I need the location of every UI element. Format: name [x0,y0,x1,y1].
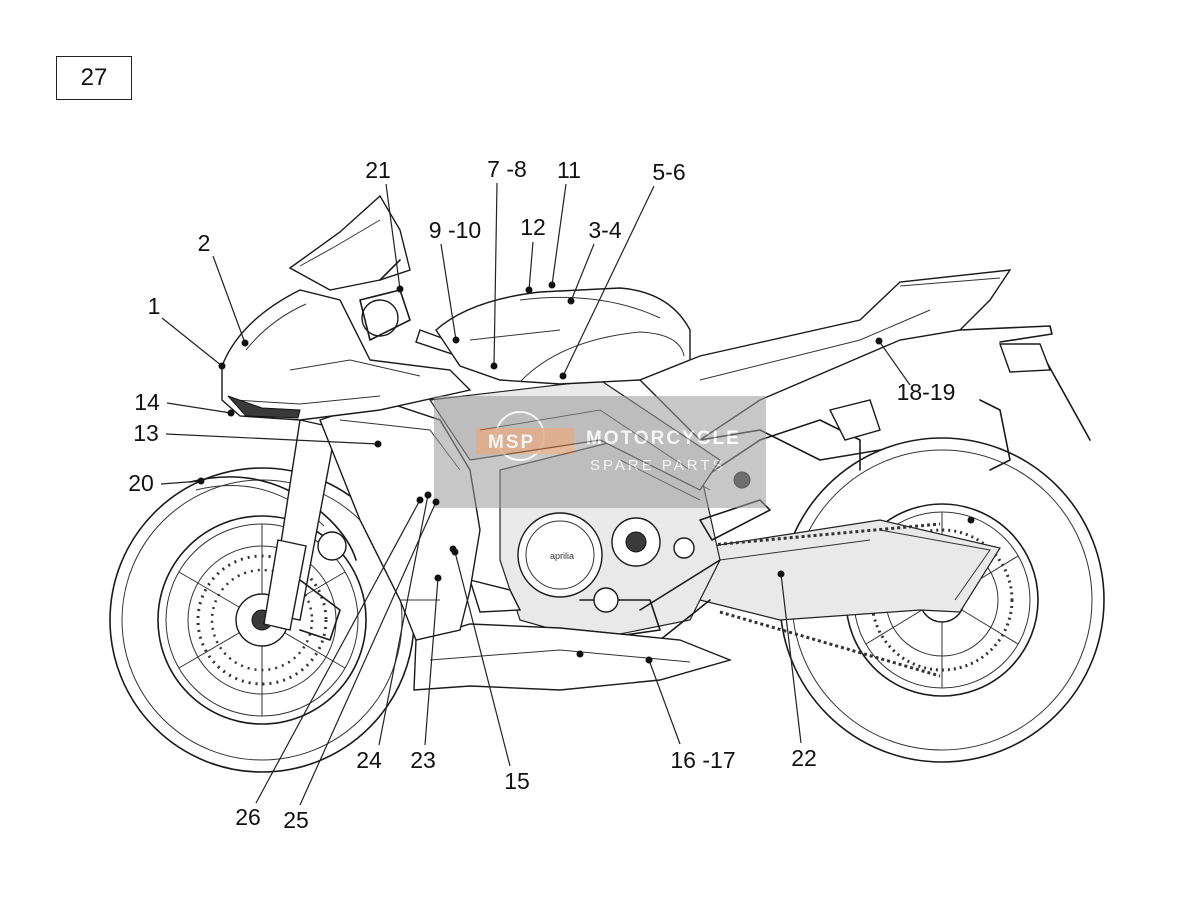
callout-label: 20 [128,470,154,496]
callout-leader-line [165,433,379,445]
callout-dot [548,281,556,289]
callout-leader-line [551,183,567,286]
callout-dot [218,362,226,370]
callout-label: 11 [557,157,581,183]
watermark: MSP MOTORCYCLE SPARE PARTS [434,396,766,508]
callout-leader-line [493,182,498,367]
callout-7-8: 7 -8 [487,156,527,370]
callout-label: 13 [133,420,159,446]
callout-leader-line [161,317,223,367]
callout-label: 25 [283,807,309,833]
callout-dot [434,574,442,582]
callout-label: 5-6 [652,159,685,185]
decal-location-dot [576,650,584,658]
watermark-subtitle: SPARE PARTS [590,457,726,474]
callout-dot [374,440,382,448]
callout-21: 21 [365,157,404,293]
callout-dot [424,491,432,499]
callout-leader-line [454,551,511,767]
callout-2: 2 [198,230,249,347]
callout-leader-line [440,243,457,341]
watermark-title: MOTORCYCLE [586,428,741,449]
callout-leader-line [212,255,246,344]
callout-3-4: 3-4 [567,217,622,305]
lower-fairing [413,579,733,691]
callout-label: 22 [791,745,817,771]
front-fork [263,419,347,641]
callout-22: 22 [777,570,817,771]
swingarm [699,519,1001,678]
callout-dot [567,297,575,305]
callout-label: 24 [356,747,382,773]
callout-label: 15 [504,768,530,794]
callout-14: 14 [134,389,235,417]
callout-leader-line [385,183,401,290]
callout-1: 1 [148,293,226,370]
callout-label: 1 [148,293,161,319]
callout-label: 9 -10 [429,217,481,243]
callout-label: 12 [520,214,546,240]
callout-leader-line [160,480,202,485]
callout-label: 18-19 [897,379,956,405]
callout-label: 2 [198,230,211,256]
callout-dot [432,498,440,506]
callout-dot [452,336,460,344]
callout-dot [777,570,785,578]
callout-leader-line [570,243,595,302]
decal-location-dot [449,545,457,553]
callout-dot [227,409,235,417]
callout-9-10: 9 -10 [429,217,481,344]
callout-leader-line [878,340,911,386]
callout-label: 23 [410,747,436,773]
fuel-tank [435,287,691,385]
extra-dot-layer [449,516,975,658]
callout-leader-line [780,573,802,744]
callout-label: 26 [235,804,261,830]
callout-dot [241,339,249,347]
callout-label: 3-4 [588,217,621,243]
callout-label: 7 -8 [487,156,527,182]
reference-number-box: 27 [56,56,132,100]
decal-location-dot [967,516,975,524]
callout-5-6: 5-6 [559,159,686,380]
watermark-badge: MSP [488,432,535,453]
callout-dot [416,496,424,504]
callout-26: 26 [235,496,424,830]
reference-number: 27 [80,64,108,91]
callout-16-17: 16 -17 [645,656,736,773]
callout-leader-line [424,577,439,746]
callout-dot [559,372,567,380]
callout-dot [645,656,653,664]
front-fairing [221,289,472,421]
callout-dot [490,362,498,370]
callout-11: 11 [548,157,581,289]
svg-text:aprilia: aprilia [550,551,574,561]
callout-label: 21 [365,157,391,183]
callout-leader-line [528,241,534,291]
callout-18-19: 18-19 [875,337,956,405]
callout-leader-line [648,659,681,745]
callout-leader-line [299,501,437,806]
callout-leader-line [166,402,232,414]
callout-12: 12 [520,214,546,294]
callout-13: 13 [133,420,382,448]
callout-dot [396,285,404,293]
callout-23: 23 [410,574,442,773]
callout-leader-line [562,185,655,377]
callout-label: 14 [134,389,160,415]
callout-25: 25 [283,498,440,833]
motorcycle-illustration: aprilia [109,194,1105,773]
callout-leader-line [255,499,421,804]
callout-dot [525,286,533,294]
callout-label: 16 -17 [670,747,735,773]
callout-dot [197,477,205,485]
callout-15: 15 [451,548,530,794]
callout-dot [875,337,883,345]
callout-20: 20 [128,470,205,496]
